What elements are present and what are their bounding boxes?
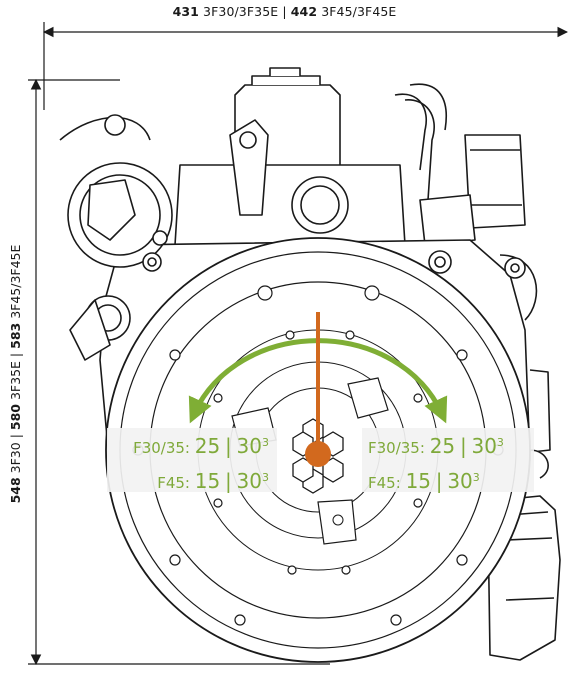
torque-label-left: F30/35: 25 | 303 F45: 15 | 303 xyxy=(107,428,277,493)
torque-value: 15 xyxy=(194,469,221,493)
width-separator: | xyxy=(282,4,287,19)
height-model-3: 3F45/3F45E xyxy=(8,244,23,319)
height-model-1: 3F30 xyxy=(8,442,23,474)
torque-row-f30-35-right: F30/35: 25 | 303 xyxy=(368,428,534,463)
width-dimension-label: 431 3F30/3F35E | 442 3F45/3F45E xyxy=(0,4,569,19)
torque-model-label: F30/35: xyxy=(368,439,425,457)
torque-exponent: 3 xyxy=(262,436,269,449)
torque-separator: | xyxy=(435,469,443,493)
width-model-2: 3F45/3F45E xyxy=(321,4,397,19)
torque-angle: 30 xyxy=(236,469,262,493)
torque-angle: 30 xyxy=(447,469,473,493)
torque-model-label: F45: xyxy=(157,474,190,492)
height-dimension-line xyxy=(28,78,330,666)
height-separator-2: | xyxy=(8,352,23,358)
torque-row-f45-right: F45: 15 | 303 xyxy=(368,463,534,498)
torque-exponent: 3 xyxy=(472,471,480,484)
height-value-2: 580 xyxy=(8,404,23,431)
torque-angle: 30 xyxy=(471,434,497,458)
height-dimension-label: 548 3F30 | 580 3F35E | 583 3F45/3F45E xyxy=(8,244,24,504)
torque-indicator-dot xyxy=(305,441,331,467)
torque-separator: | xyxy=(459,434,467,458)
height-separator-1: | xyxy=(8,434,23,439)
torque-separator: | xyxy=(225,434,232,458)
torque-exponent: 3 xyxy=(262,471,269,484)
width-model-1: 3F30/3F35E xyxy=(203,4,279,19)
torque-model-label: F45: xyxy=(368,474,401,492)
torque-model-label: F30/35: xyxy=(133,439,190,457)
torque-angle: 30 xyxy=(236,434,262,458)
height-value-1: 548 xyxy=(8,477,23,504)
torque-label-right: F30/35: 25 | 303 F45: 15 | 303 xyxy=(362,428,534,493)
torque-value: 25 xyxy=(429,434,456,458)
torque-row-f30-35-left: F30/35: 25 | 303 xyxy=(107,428,269,463)
torque-exponent: 3 xyxy=(496,436,504,449)
torque-separator: | xyxy=(225,469,232,493)
torque-row-f45-left: F45: 15 | 303 xyxy=(107,463,269,498)
torque-value: 25 xyxy=(194,434,221,458)
width-value-1: 431 xyxy=(172,4,199,19)
height-model-2: 3F35E xyxy=(8,361,23,401)
torque-value: 15 xyxy=(405,469,432,493)
width-value-2: 442 xyxy=(290,4,318,19)
width-dimension-line xyxy=(42,22,569,110)
flywheel-housing xyxy=(105,237,531,663)
height-value-3: 583 xyxy=(8,322,23,349)
